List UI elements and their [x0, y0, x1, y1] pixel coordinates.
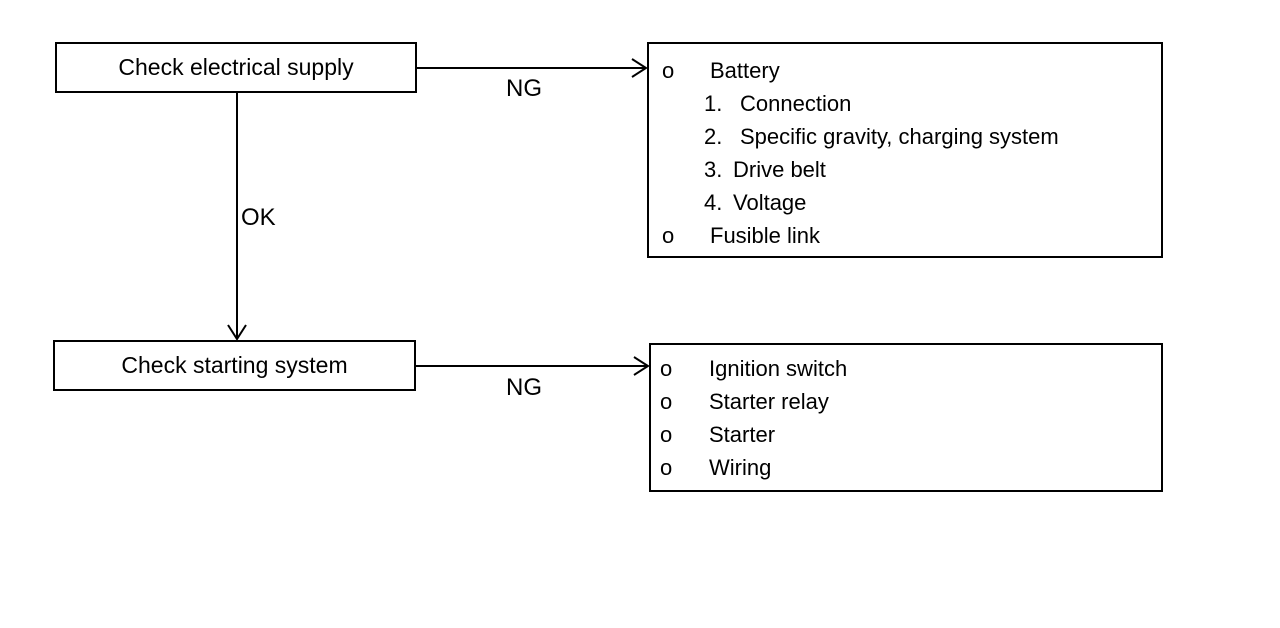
step-label: Check starting system: [121, 352, 348, 378]
list-item-text: Starter: [709, 422, 776, 447]
list-item-text: Battery: [710, 58, 780, 83]
list-number: 3.: [704, 157, 723, 182]
arrowhead-right-icon: [633, 356, 650, 376]
list-bullet: o: [660, 356, 673, 381]
list-bullet: o: [660, 422, 673, 447]
list-item-text: Specific gravity, charging system: [740, 124, 1059, 149]
list-item: o Battery: [649, 54, 1161, 87]
list-item-text: Voltage: [733, 190, 807, 215]
arrowhead-down-icon: [227, 324, 247, 341]
list-bullet: o: [662, 58, 675, 83]
list-item: o Starter: [651, 418, 1161, 451]
arrowhead-right-icon: [631, 58, 648, 78]
causes-electrical-supply-box: o Battery 1. Connection 2. Specific grav…: [647, 42, 1163, 258]
step-check-starting-system: Check starting system: [53, 340, 416, 391]
list-number: 2.: [704, 124, 723, 149]
list-item: o Wiring: [651, 451, 1161, 484]
list-item-text: Starter relay: [709, 389, 829, 414]
list-number: 4.: [704, 190, 723, 215]
list-item: o Ignition switch: [651, 352, 1161, 385]
edge-label-ng-electrical: NG: [506, 75, 542, 102]
list-item: 1. Connection: [649, 87, 1161, 120]
list-bullet: o: [662, 223, 675, 248]
list-bullet: o: [660, 455, 673, 480]
list-item-text: Connection: [740, 91, 852, 116]
list-item-text: Ignition switch: [709, 356, 848, 381]
list-item: o Fusible link: [649, 219, 1161, 252]
edge-label-ok: OK: [241, 204, 276, 231]
arrow-ng-starting: [416, 356, 650, 376]
list-item-text: Drive belt: [733, 157, 826, 182]
step-check-electrical-supply: Check electrical supply: [55, 42, 417, 93]
list-number: 1.: [704, 91, 723, 116]
list-bullet: o: [660, 389, 673, 414]
list-item: 4. Voltage: [649, 186, 1161, 219]
list-item: 3. Drive belt: [649, 153, 1161, 186]
list-item: 2. Specific gravity, charging system: [649, 120, 1161, 153]
causes-starting-system-box: o Ignition switch o Starter relay o Star…: [649, 343, 1163, 492]
list-item-text: Fusible link: [710, 223, 821, 248]
list-item: o Starter relay: [651, 385, 1161, 418]
list-item-text: Wiring: [709, 455, 772, 480]
edge-label-ng-starting: NG: [506, 374, 542, 401]
step-label: Check electrical supply: [118, 54, 354, 80]
